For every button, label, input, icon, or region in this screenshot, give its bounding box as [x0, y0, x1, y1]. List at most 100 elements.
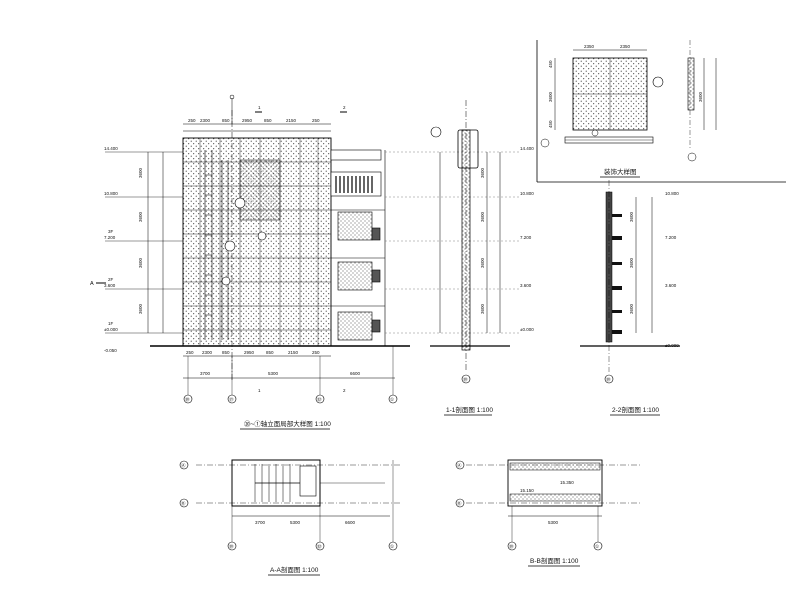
stair-railing [204, 150, 229, 340]
level-label: ±0.000 [104, 327, 118, 332]
dim-text: 5300 [268, 371, 279, 376]
drawing-title: ⑳~①轴立面局部大样图 1:100 [244, 419, 331, 428]
dim-text: 850 [264, 118, 272, 123]
floor-label: 3F [108, 229, 114, 234]
dim-text: 3600 [138, 303, 143, 314]
detail-callout [257, 231, 267, 241]
plan-a-a: Ⓐ Ⓑ 3700 5300 6600 ⑳ ㉒ ① A-A剖面图 1:100 [179, 459, 400, 576]
dim-text: 3600 [480, 257, 485, 268]
dim-text: 3600 [548, 91, 553, 102]
dim-text: 250 [188, 118, 196, 123]
dim-text: 2950 [244, 350, 255, 355]
section-mark: 2 [343, 388, 346, 393]
level-label: 15.150 [520, 488, 534, 493]
axis-label: Ⓑ [181, 500, 186, 507]
level-label: 15.350 [560, 480, 574, 485]
level-label: 10.800 [665, 191, 679, 196]
axis-label: ① [390, 544, 395, 549]
level-label: 7.200 [104, 235, 116, 240]
dim-text: 3600 [138, 211, 143, 222]
axis-label: Ⓐ [457, 462, 462, 469]
dim-text: 3600 [480, 167, 485, 178]
section-mark: 2 [343, 105, 346, 110]
axis-label: ① [390, 397, 395, 402]
level-label: 7.200 [520, 235, 532, 240]
dim-text: 2350 [620, 44, 631, 49]
axis-label: ㉒ [317, 396, 322, 403]
dim-text: 3600 [480, 211, 485, 222]
dim-text: 2300 [202, 350, 213, 355]
level-label: 3.600 [520, 283, 532, 288]
dim-text: 2300 [200, 118, 211, 123]
dim-text: 450 [548, 60, 553, 68]
left-levels: 14.400 10.800 3F 7.200 2F 3.600 1F ±0.00… [90, 146, 183, 353]
level-label: 10.800 [520, 191, 534, 196]
dim-text: 3600 [629, 211, 634, 222]
level-label: -0.050 [104, 348, 117, 353]
dim-text: 6600 [345, 520, 356, 525]
plan-b-b: Ⓐ Ⓑ 15.350 15.150 5300 ⑳ ① B-B剖面图 1:100 [455, 459, 640, 567]
dim-text: 250 [312, 118, 320, 123]
dim-text: 250 [186, 350, 194, 355]
dim-text: 850 [222, 118, 230, 123]
drawing-title: 2-2剖面图 1:100 [612, 405, 659, 414]
axis-label: Ⓑ [457, 500, 462, 507]
section-1-1: 14.400 10.800 7.200 3.600 ±0.000 3600 36… [430, 100, 534, 416]
drawing-title: B-B剖面图 1:100 [530, 556, 579, 565]
level-label: 3.600 [665, 283, 677, 288]
cut-mark: A [90, 281, 94, 287]
section-mark: 1 [258, 105, 261, 110]
dim-text: 3600 [480, 303, 485, 314]
side-windows [330, 149, 386, 346]
axis-label: ⑳ [463, 376, 468, 383]
dim-text: 3700 [255, 520, 266, 525]
axis-label: ⑳ [229, 543, 234, 550]
dim-text: 3600 [698, 91, 703, 102]
level-label: 10.800 [104, 191, 118, 196]
dim-text: 2350 [584, 44, 595, 49]
dim-text: 6600 [350, 371, 361, 376]
section-2-2: 10.800 7.200 3.600 ±0.000 3600 3600 3600… [580, 180, 680, 416]
main-elevation: 14.400 10.800 3F 7.200 2F 3.600 1F ±0.00… [90, 94, 520, 430]
dim-text: 5300 [290, 520, 301, 525]
detail-callout [224, 240, 236, 252]
level-label: 3.600 [104, 283, 116, 288]
dim-text: 5300 [548, 520, 559, 525]
axis-label: ⑳ [509, 543, 514, 550]
axis-label: ⑳ [185, 396, 190, 403]
axis-label: ⑳ [606, 376, 611, 383]
dim-text: 2950 [242, 118, 253, 123]
axis-label: ① [595, 544, 600, 549]
axis-label: ㉑ [229, 396, 234, 403]
top-dimensions: 250 2300 850 2950 850 2150 250 1 2 [183, 94, 347, 132]
dim-text: 3600 [138, 167, 143, 178]
axis-label: Ⓐ [181, 462, 186, 469]
floor-label: 1F [108, 321, 114, 326]
detail-callout [221, 276, 231, 286]
level-label: 14.400 [104, 146, 118, 151]
dim-text: 2150 [288, 350, 299, 355]
dim-text: 850 [222, 350, 230, 355]
dim-text: 850 [266, 350, 274, 355]
floor-label: 2F [108, 277, 114, 282]
dim-text: 3600 [629, 257, 634, 268]
dim-text: 3700 [200, 371, 211, 376]
decoration-detail: 2350 2350 450 3600 450 3600 装饰大样图 [536, 40, 786, 183]
detail-callout [234, 197, 246, 209]
dim-text: 250 [312, 350, 320, 355]
dim-text: 3600 [629, 303, 634, 314]
axis-label: ㉒ [317, 543, 322, 550]
level-label: 14.400 [520, 146, 534, 151]
bottom-dimensions: 250 2300 850 2950 850 2150 250 3700 5300… [183, 346, 398, 404]
level-label: ±0.000 [520, 327, 534, 332]
section-mark: 1 [258, 388, 261, 393]
drawing-title: 1-1剖面图 1:100 [446, 405, 493, 414]
dim-text: 2150 [286, 118, 297, 123]
dim-text: 450 [548, 120, 553, 128]
level-label: 7.200 [665, 235, 677, 240]
drawing-title: 装饰大样图 [604, 167, 637, 176]
dim-text: 3600 [138, 257, 143, 268]
drawing-title: A-A剖面图 1:100 [270, 565, 319, 574]
central-panel [239, 159, 281, 221]
